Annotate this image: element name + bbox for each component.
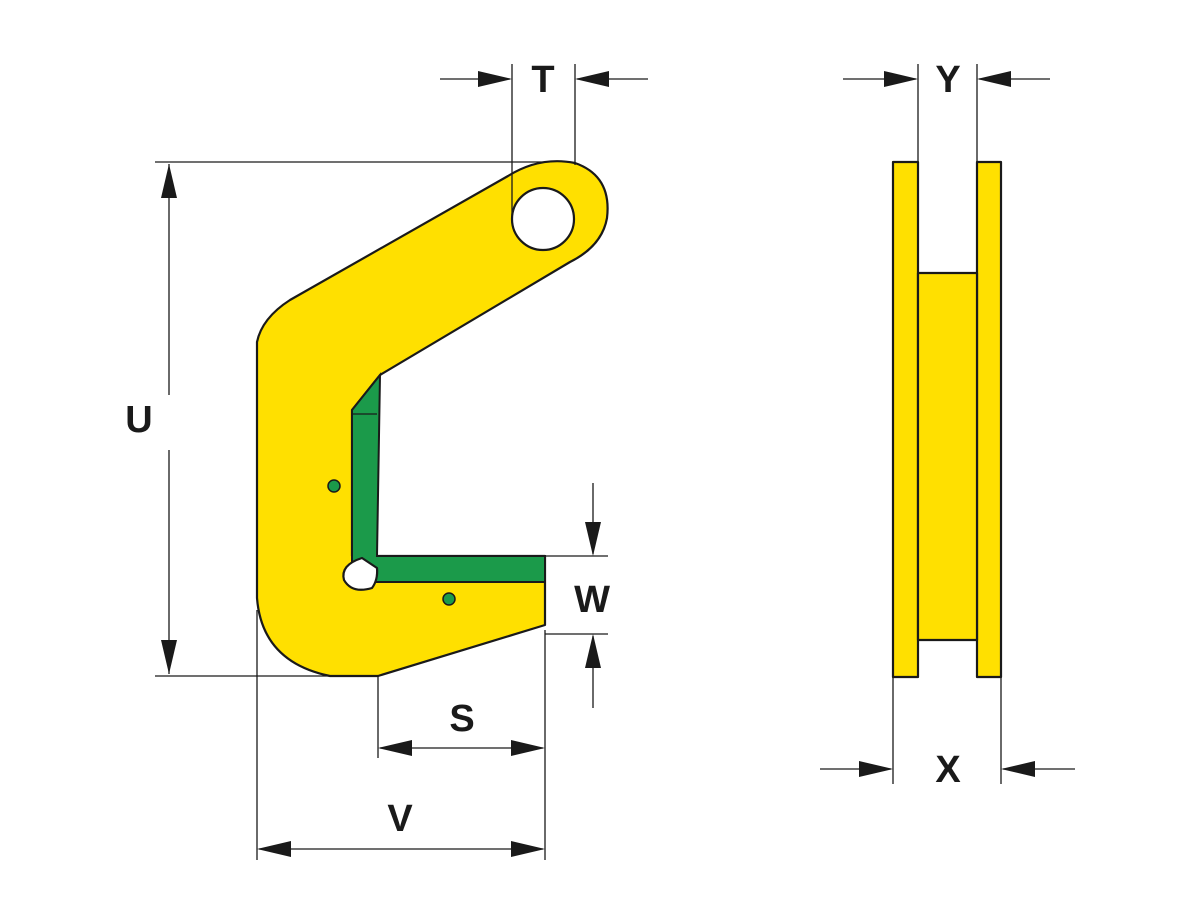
- dimension-label-w: W: [574, 579, 610, 621]
- front-left-plate: [891, 160, 920, 679]
- front-spacer: [916, 271, 979, 642]
- dimension-label-v: V: [387, 798, 413, 840]
- pivot-pin-upper: [327, 479, 341, 493]
- front-view-dimensions: Y X: [820, 59, 1075, 791]
- lifting-eye-hole: [510, 186, 576, 252]
- front-right-plate: [975, 160, 1003, 679]
- clamp-front-view: [891, 160, 1003, 679]
- dimension-label-u: U: [125, 399, 152, 441]
- side-view-dimensions: T U W S V: [125, 59, 648, 860]
- clamp-side-view: [255, 160, 609, 678]
- dimension-label-x: X: [935, 749, 961, 791]
- dimension-label-y: Y: [935, 59, 960, 101]
- dimension-label-t: T: [531, 59, 554, 101]
- pivot-recess: [342, 556, 379, 591]
- dimension-label-s: S: [449, 698, 474, 740]
- pivot-pin-lower: [442, 592, 456, 606]
- gripping-pad: [350, 372, 546, 583]
